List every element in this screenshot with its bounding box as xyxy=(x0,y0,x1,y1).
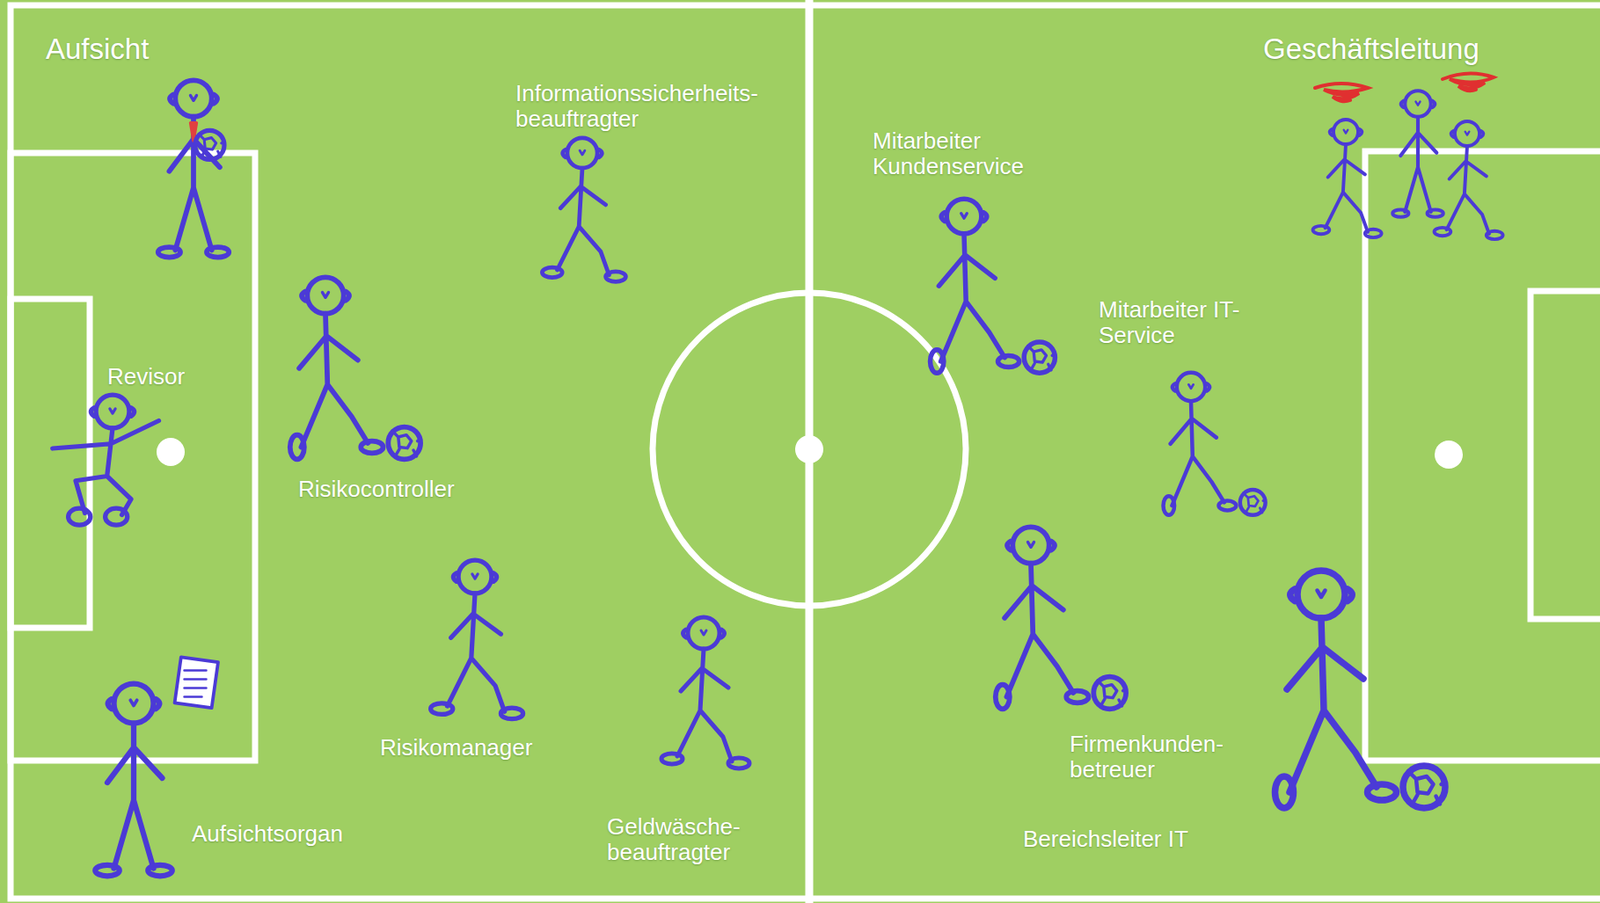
player-label: Informationssicherheits- beauftragter xyxy=(515,80,766,132)
player-label: Geldwäsche- beauftragter xyxy=(606,814,748,865)
player-label: Geschäftsleitung xyxy=(1263,33,1480,66)
player-label: Mitarbeiter Kundenservice xyxy=(872,128,1031,179)
player-label: Firmenkunden- betreuer xyxy=(1069,731,1231,782)
player-label: Mitarbeiter IT- Service xyxy=(1098,297,1248,348)
player-label: Risikomanager xyxy=(379,735,533,761)
player-label: Bereichsleiter IT xyxy=(1022,826,1189,853)
player-label: Aufsicht xyxy=(45,33,149,66)
player-label: Aufsichtsorgan xyxy=(191,821,344,848)
player-label: Risikocontroller xyxy=(298,476,455,503)
player-label: Revisor xyxy=(107,364,185,390)
